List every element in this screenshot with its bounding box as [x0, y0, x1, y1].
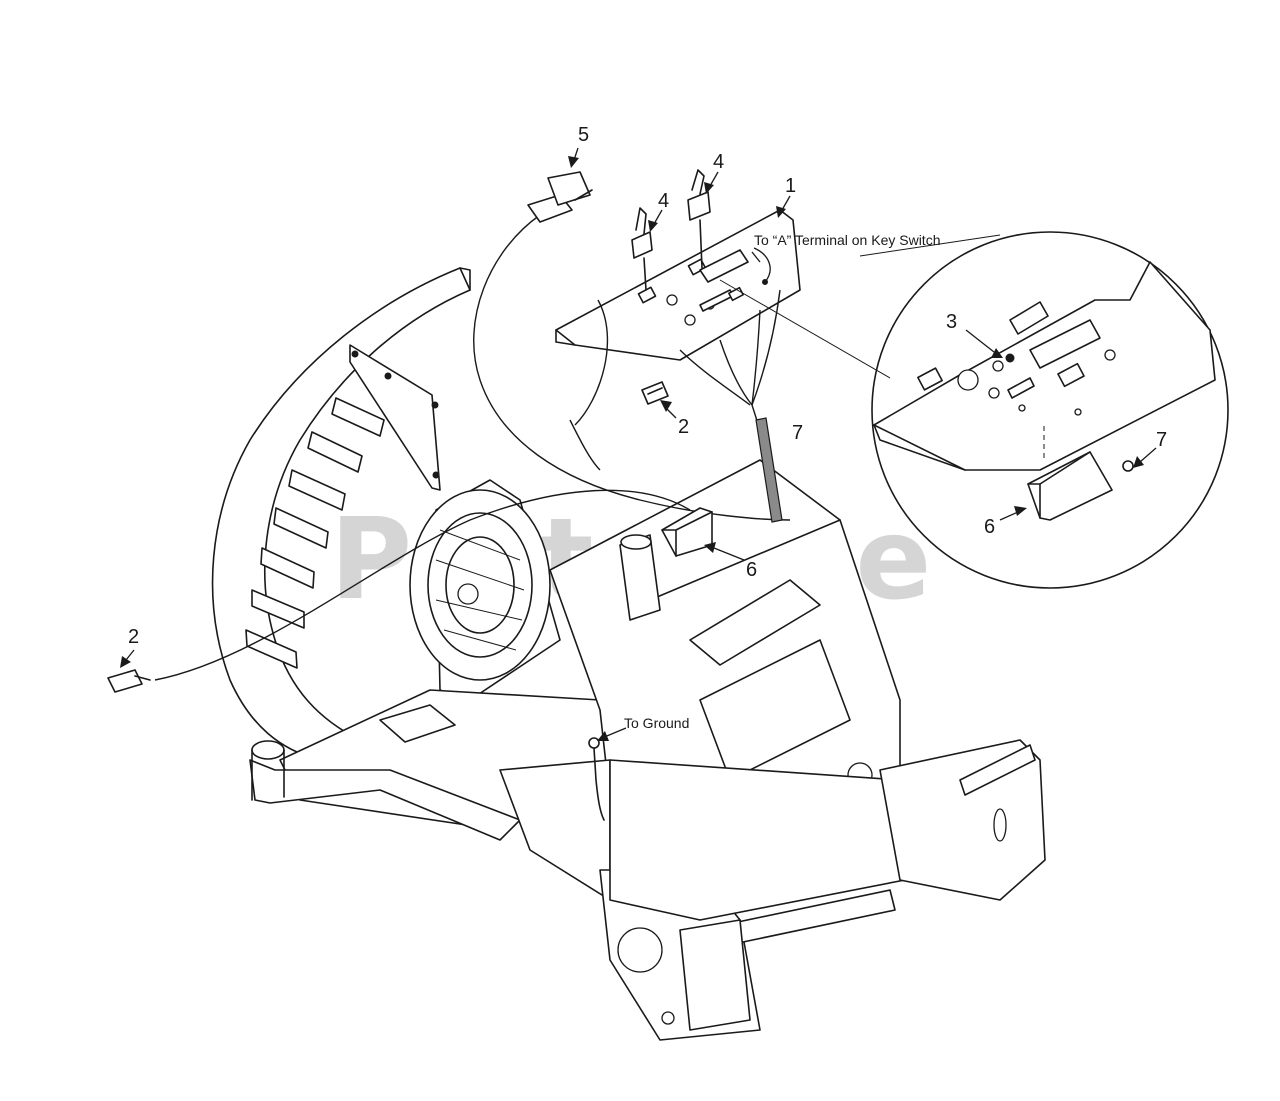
detail-view — [719, 231, 1229, 589]
callout-numbers: 1 2 2 3 4 4 5 6 6 7 7 — [128, 124, 1167, 648]
harness-plug — [527, 171, 593, 223]
key-switch-note: To “A” Terminal on Key Switch — [754, 232, 940, 248]
ground-terminal — [588, 737, 605, 821]
callout-2-upper: 2 — [678, 416, 689, 438]
callout-7-detail: 7 — [1156, 429, 1167, 451]
connector-upper — [641, 381, 669, 405]
connector-lower — [107, 669, 151, 693]
seat-switch-rod — [755, 417, 783, 523]
callout-3: 3 — [946, 311, 957, 333]
switch-right — [687, 169, 711, 269]
ground-note: To Ground — [624, 715, 689, 731]
callout-4-left: 4 — [658, 190, 669, 212]
callout-4-right: 4 — [713, 151, 724, 173]
callout-7-main: 7 — [792, 422, 803, 444]
main-frame — [249, 459, 1046, 1041]
control-panel-plate — [555, 209, 801, 361]
callout-2-lower: 2 — [128, 626, 139, 648]
rear-shroud — [211, 267, 471, 761]
callout-5: 5 — [578, 124, 589, 146]
callout-1: 1 — [785, 175, 796, 197]
shroud-slots — [245, 397, 385, 669]
diagram-notes: To “A” Terminal on Key Switch To Ground — [624, 232, 940, 731]
switch-left — [631, 207, 653, 291]
callout-6-main: 6 — [746, 559, 757, 581]
fan-grille — [409, 489, 551, 681]
wiring-harness — [154, 214, 791, 681]
seat-switch-block — [661, 507, 713, 557]
callout-leaders — [120, 147, 1157, 741]
callout-6-detail: 6 — [984, 516, 995, 538]
